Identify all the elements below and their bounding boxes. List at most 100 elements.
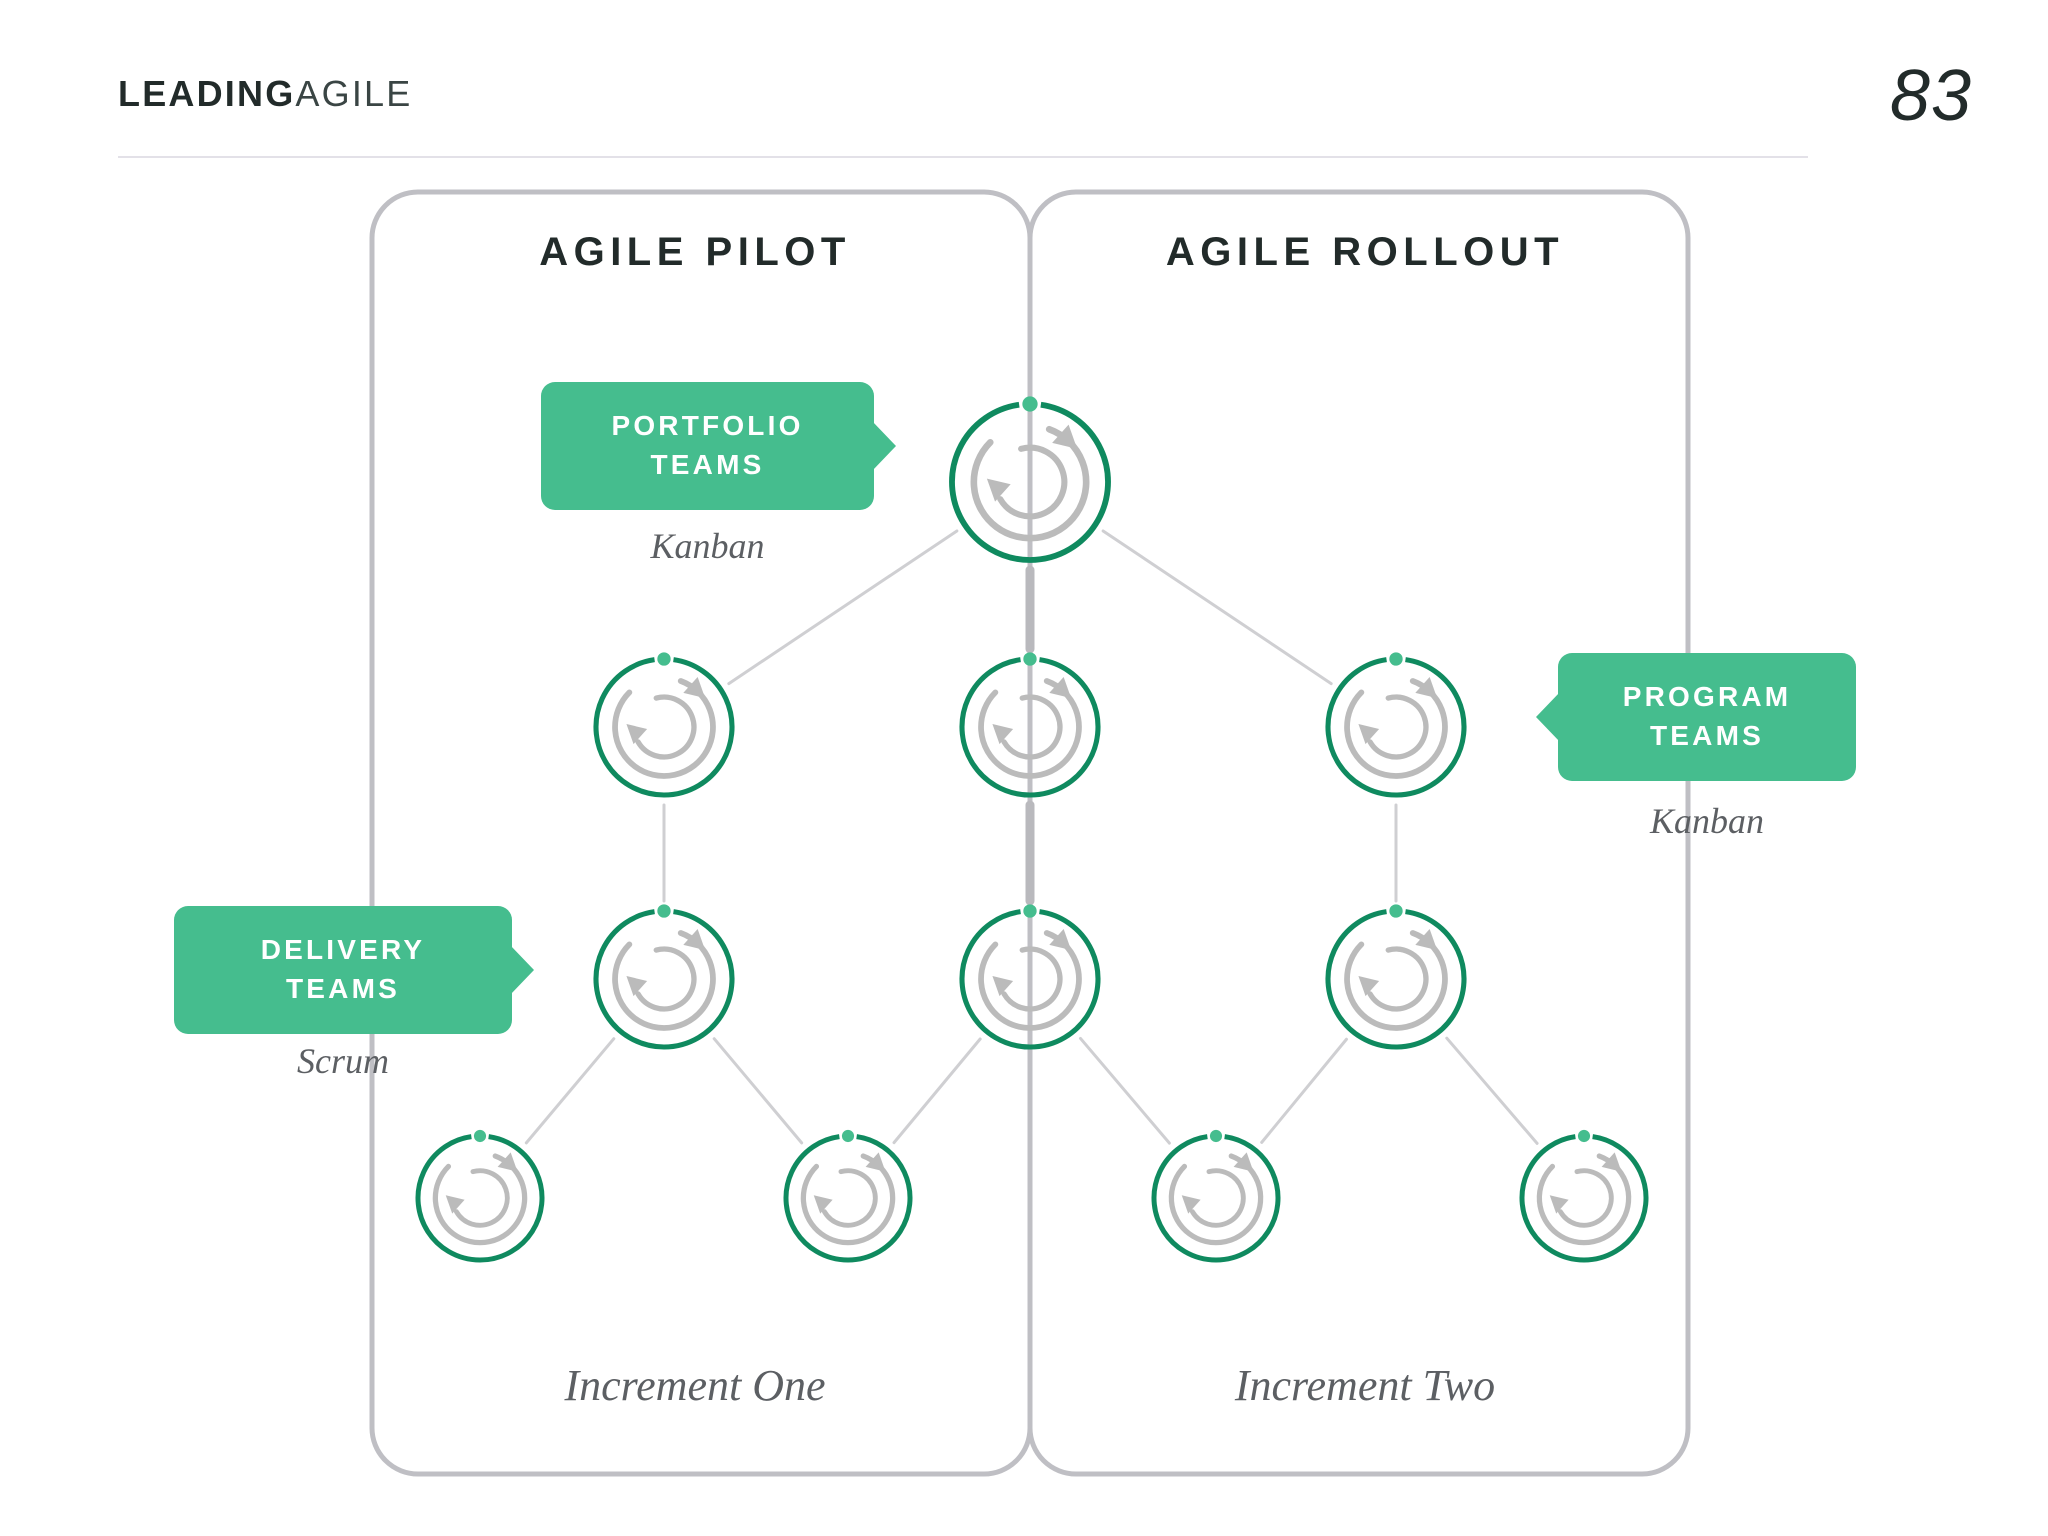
node-outer-ring [415, 1134, 545, 1263]
team-node-delivery[interactable] [1325, 904, 1467, 1050]
node-status-dot-icon [657, 652, 671, 666]
logo-text-light: AGILE [295, 73, 413, 114]
node-inner-refresh-arc-icon [1001, 946, 1063, 1012]
team-node-delivery[interactable] [959, 904, 1101, 1050]
node-status-dot-icon [657, 904, 671, 918]
arrow-head-icon [497, 1152, 518, 1172]
node-inner-refresh-arc-icon [1367, 694, 1429, 760]
arrow-head-icon [813, 1195, 833, 1214]
node-inner-refresh-arc-icon [453, 1168, 510, 1228]
arrow-head-icon [1049, 929, 1072, 951]
team-node-portfolio[interactable] [949, 396, 1111, 563]
node-status-dot-icon [1023, 904, 1037, 918]
team-node-scrum[interactable] [783, 1129, 913, 1263]
arrow-head-icon [1415, 929, 1438, 951]
arrow-head-icon [626, 976, 648, 997]
connector-n1-n4 [1101, 529, 1333, 686]
page-header: LEADINGAGILE 83 [0, 0, 2048, 175]
arrow-head-shape [683, 929, 706, 951]
callout-portfolio-line1: PORTFOLIO [611, 410, 804, 442]
node-outer-refresh-arc-icon [978, 930, 1082, 1031]
arrow-head-shape [1415, 929, 1438, 951]
arrow-head-shape [1181, 1195, 1201, 1214]
node-outer-refresh-arc-icon [800, 1153, 896, 1246]
node-status-dot-icon [1389, 652, 1403, 666]
team-node-scrum[interactable] [1519, 1129, 1649, 1263]
arrow-head-shape [1049, 677, 1072, 699]
arrow-head-shape [992, 724, 1014, 745]
node-inner-refresh-arc-icon [1001, 694, 1063, 760]
node-outer-ring [959, 657, 1101, 798]
arrow-head-shape [1049, 929, 1072, 951]
arrow-head-shape [1415, 677, 1438, 699]
node-outer-ring [1325, 909, 1467, 1050]
logo-text-bold: LEADING [118, 73, 296, 114]
arrow-head-icon [992, 724, 1014, 745]
callout-pointer-icon [872, 421, 896, 471]
node-inner-refresh-arc-icon [1557, 1168, 1614, 1228]
node-status-dot-icon [473, 1129, 487, 1143]
callout-program-teams[interactable]: PROGRAM TEAMS [1536, 653, 1856, 781]
team-node-program[interactable] [959, 652, 1101, 798]
node-inner-refresh-arc-icon [1189, 1168, 1246, 1228]
node-outer-ring [959, 909, 1101, 1050]
node-outer-ring [1325, 657, 1467, 798]
node-outer-ring [783, 1134, 913, 1263]
arrow-head-icon [1233, 1152, 1254, 1172]
node-outer-ring [1151, 1134, 1281, 1263]
node-outer-ring [593, 657, 735, 798]
arrow-head-shape [497, 1152, 518, 1172]
arrow-head-shape [986, 478, 1011, 502]
header-divider [118, 156, 1808, 158]
node-outer-refresh-arc-icon [1536, 1153, 1632, 1246]
page-number: 83 [1889, 56, 1972, 136]
callout-delivery-line1: DELIVERY [260, 934, 426, 966]
node-status-dot-icon [1022, 396, 1038, 412]
arrow-head-shape [445, 1195, 465, 1214]
node-layer [415, 396, 1649, 1263]
callout-delivery-teams[interactable]: DELIVERY TEAMS [174, 906, 534, 1034]
callout-portfolio-teams[interactable]: PORTFOLIO TEAMS [541, 382, 896, 510]
callout-pointer-icon [510, 945, 534, 995]
panel-title-agile-rollout: AGILE ROLLOUT [1165, 230, 1565, 274]
node-inner-refresh-arc-icon [1367, 946, 1429, 1012]
node-inner-refresh-arc-icon [997, 444, 1068, 520]
arrow-head-icon [683, 929, 706, 951]
node-outer-refresh-arc-icon [432, 1153, 528, 1246]
arrow-head-icon [1052, 424, 1078, 449]
arrow-head-shape [1358, 976, 1380, 997]
team-node-scrum[interactable] [415, 1129, 545, 1263]
node-outer-ring [1519, 1134, 1649, 1263]
panel-title-agile-pilot: AGILE PILOT [539, 230, 851, 274]
connector-n5-n9 [712, 1037, 804, 1145]
callout-delivery-method: Scrum [297, 1041, 389, 1081]
team-node-program[interactable] [593, 652, 735, 798]
node-outer-refresh-arc-icon [612, 678, 716, 779]
increment-caption-two: Increment Two [1234, 1361, 1496, 1410]
arrow-head-icon [683, 677, 706, 699]
arrow-head-icon [1601, 1152, 1622, 1172]
node-inner-refresh-arc-icon [821, 1168, 878, 1228]
node-status-dot-icon [841, 1129, 855, 1143]
connector-n5-n8 [524, 1037, 616, 1145]
team-node-scrum[interactable] [1151, 1129, 1281, 1263]
callout-pointer-icon [1536, 692, 1560, 742]
arrow-head-shape [626, 976, 648, 997]
arrow-head-shape [1052, 424, 1078, 449]
increment-caption-one: Increment One [564, 1361, 826, 1410]
team-node-program[interactable] [1325, 652, 1467, 798]
arrow-head-icon [1049, 677, 1072, 699]
arrow-head-icon [445, 1195, 465, 1214]
arrow-head-icon [1181, 1195, 1201, 1214]
arrow-head-icon [626, 724, 648, 745]
team-node-delivery[interactable] [593, 904, 735, 1050]
node-outer-refresh-arc-icon [1344, 678, 1448, 779]
connector-n6-n10 [1078, 1036, 1171, 1145]
arrow-head-shape [1549, 1195, 1569, 1214]
node-inner-refresh-arc-icon [635, 946, 697, 1012]
node-status-dot-icon [1389, 904, 1403, 918]
arrow-head-icon [986, 478, 1011, 502]
arrow-head-icon [1415, 677, 1438, 699]
